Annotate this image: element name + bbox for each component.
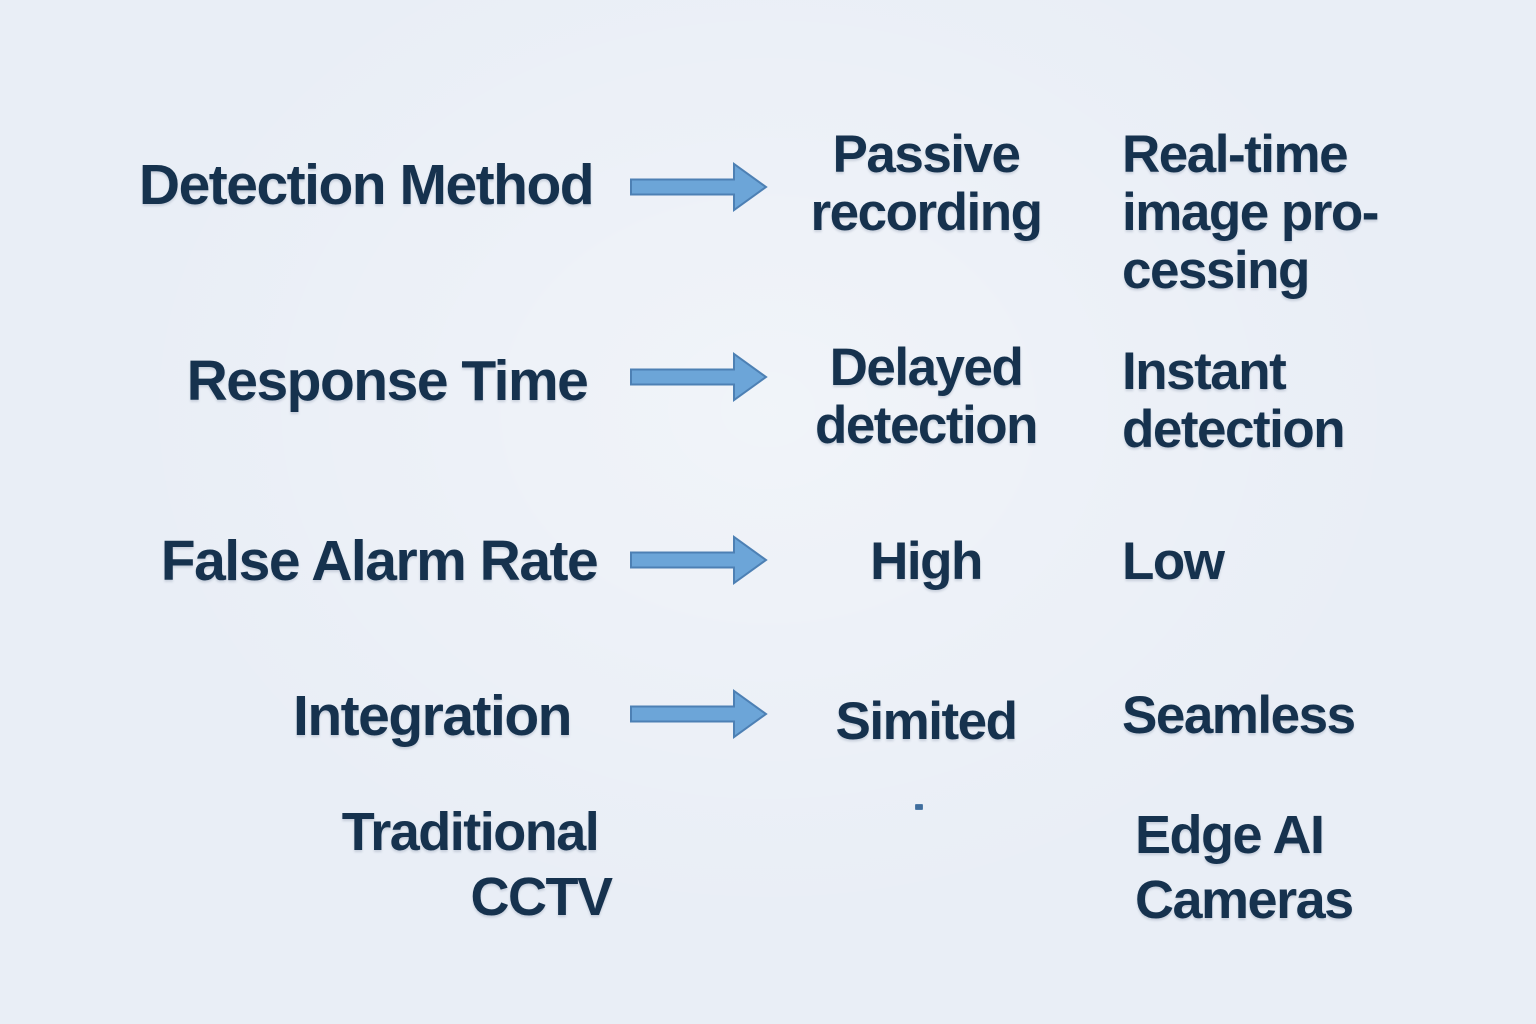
criterion-label-response-time: Response Time [186,349,589,413]
column-header-traditional: Traditional [341,802,600,862]
edge-value-response-time: Instant detection [1122,342,1346,459]
edge-value-false-alarm-rate: Low [1122,532,1225,591]
arrow-icon [630,535,768,585]
edge-value-integration: Seamless [1122,686,1356,745]
artifact-speck [915,804,923,810]
column-header-cctv: CCTV [470,867,614,927]
arrow-icon [630,162,768,212]
column-header-edge-ai-cameras: Edge AI Cameras [1135,805,1354,930]
criterion-label-detection-method: Detection Method [138,153,595,217]
cctv-value-false-alarm-rate: High [870,532,983,591]
criterion-label-false-alarm-rate: False Alarm Rate [160,529,599,593]
cctv-value-integration: Simited [835,692,1018,751]
cctv-value-detection-method: Passive recording [810,125,1043,242]
arrow-icon [630,689,768,739]
edge-value-detection-method: Real-time image pro- cessing [1122,125,1379,300]
cctv-value-response-time: Delayed detection [814,338,1039,455]
arrow-icon [630,352,768,402]
criterion-label-integration: Integration [293,684,573,748]
